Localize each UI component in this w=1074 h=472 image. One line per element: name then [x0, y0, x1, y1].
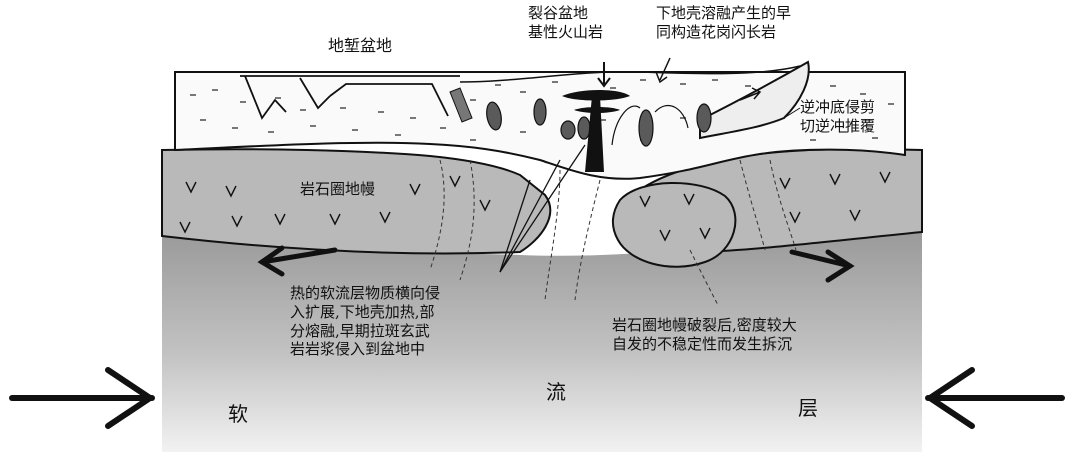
lithosphere-mantle-left — [162, 149, 550, 253]
rift-volcanics-label: 裂谷盆地 基性火山岩 — [528, 4, 603, 42]
thrust-label: 逆冲底侵剪 切逆冲推覆 — [800, 98, 875, 136]
graben-basin-label: 地堑盆地 — [328, 36, 392, 56]
soft-label: 软 — [228, 402, 248, 427]
delaminated-block — [613, 183, 735, 267]
granite-label: 下地壳溶融产生的早 同构造花岗闪长岩 — [656, 4, 791, 42]
asthenosphere-intrusion-label: 热的软流层物质横向侵 入扩展,下地壳加热,部 分熔融,早期拉斑玄武 岩岩浆侵入到… — [290, 284, 440, 359]
lithosphere-mantle-label: 岩石圈地幔 — [300, 180, 375, 199]
flow-label: 流 — [546, 380, 566, 405]
layer-label: 层 — [798, 396, 818, 421]
lithosphere-rupture-label: 岩石圈地幔破裂后,密度较大 自发的不稳定性而发生拆沉 — [612, 316, 797, 354]
